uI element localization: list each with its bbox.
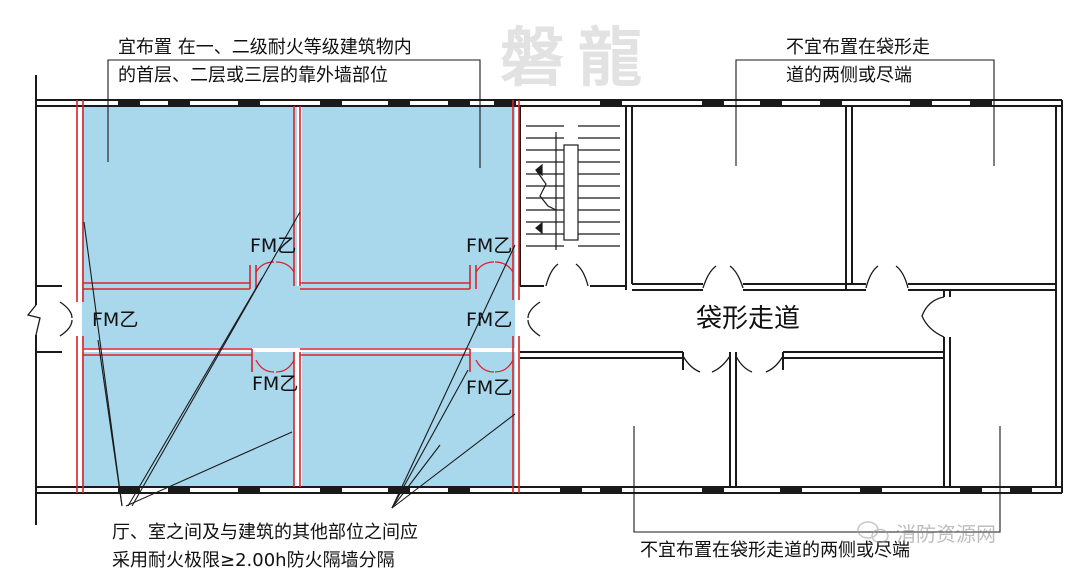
annotation-top-left-2: 的首层、二层或三层的靠外墙部位: [118, 65, 388, 86]
room-top-left: [82, 106, 297, 286]
door-label-upper-left: FM乙: [250, 235, 296, 257]
room-corridor-section: [82, 286, 515, 348]
door-label-lower-right: FM乙: [466, 377, 512, 399]
door-swings: [26, 261, 945, 373]
door-label-west-end: FM乙: [92, 309, 138, 331]
fire-partitions: [76, 100, 520, 493]
door-label-upper-right: FM乙: [466, 235, 512, 257]
walls: [35, 75, 1063, 525]
source-watermark: 消防资源网: [857, 521, 996, 546]
corridor-label: 袋形走道: [696, 304, 800, 334]
annotation-top-right-1: 不宜布置在袋形走: [786, 37, 930, 58]
door-label-lower-left: FM乙: [252, 373, 298, 395]
wechat-icon: [857, 521, 889, 544]
room-bottom-left: [82, 352, 294, 487]
annotation-top-right-2: 道的两侧或尽端: [786, 65, 912, 86]
stair: [526, 125, 620, 250]
callout-lines: [83, 59, 1001, 533]
room-bottom-right: [302, 352, 515, 487]
protected-rooms: [82, 106, 515, 487]
source-name: 消防资源网: [896, 522, 996, 546]
room-top-right: [302, 106, 515, 286]
annotation-top-left-1: 宜布置 在一、二级耐火等级建筑物内: [118, 37, 412, 58]
watermark-title: 磐龍: [500, 21, 656, 96]
annotation-bottom-right: 不宜布置在袋形走道的两侧或尽端: [640, 540, 910, 561]
annotation-bottom-left-2: 采用耐火极限≥2.00h防火隔墙分隔: [112, 550, 395, 571]
door-label-east-end: FM乙: [466, 309, 512, 331]
annotation-bottom-left-1: 厅、室之间及与建筑的其他部位之间应: [112, 522, 418, 543]
